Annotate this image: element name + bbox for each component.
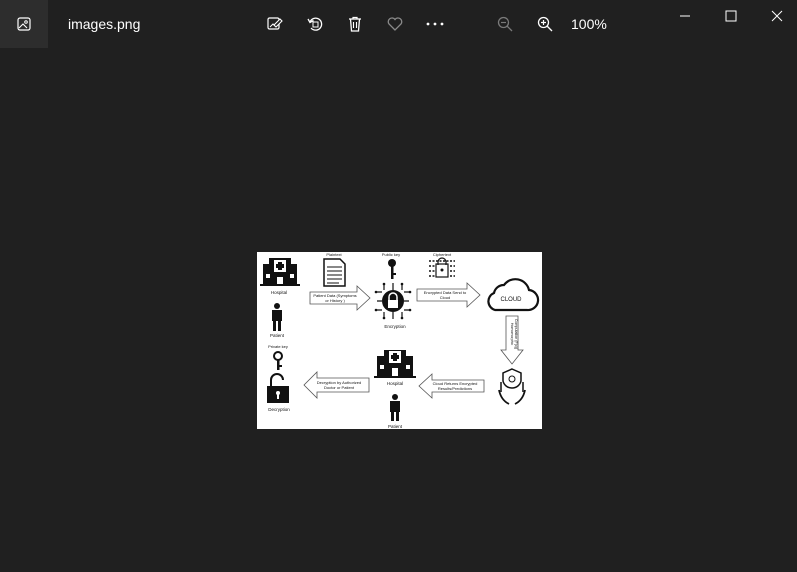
arrow-decryption-by	[303, 371, 370, 399]
maximize-icon	[725, 10, 737, 22]
zoom-in-button[interactable]	[533, 12, 557, 36]
rotate-icon	[307, 17, 323, 31]
hospital-icon-bottom	[374, 350, 416, 378]
minimize-icon	[680, 15, 690, 17]
more-button[interactable]	[423, 12, 447, 36]
more-icon	[426, 22, 444, 26]
gallery-button[interactable]	[0, 0, 48, 48]
shield-hands-icon	[498, 368, 526, 405]
encryption-diagram: Hospital Patient Private key Decryption …	[257, 252, 542, 429]
zoom-out-icon	[497, 16, 513, 32]
arrow-encrypted-sent-text-1: Encrypted Data Send to	[424, 290, 467, 295]
close-icon	[771, 10, 783, 22]
arrow-computation-text-2: Computation (F(x))	[514, 319, 518, 349]
decryption-lock-icon	[267, 373, 289, 403]
cloud-icon	[487, 278, 540, 312]
arrow-computation	[500, 315, 524, 365]
zoom-in-icon	[537, 16, 553, 32]
private-key-icon	[273, 351, 283, 370]
edit-image-button[interactable]	[263, 12, 287, 36]
title-bar: images.png	[0, 0, 797, 48]
favorite-icon	[387, 17, 403, 31]
document-icon	[323, 258, 346, 287]
zoom-out-button[interactable]	[493, 12, 517, 36]
arrow-encrypted-sent-text-2: Cloud	[440, 295, 450, 300]
ciphertext-label: Ciphertext	[433, 252, 452, 257]
patient-icon-bottom	[390, 394, 400, 421]
rotate-button[interactable]	[303, 12, 327, 36]
cloud-label: CLOUD	[500, 297, 522, 303]
private-key-label: Private key	[268, 344, 288, 349]
delete-button[interactable]	[343, 12, 367, 36]
edit-image-icon	[267, 17, 283, 30]
file-name: images.png	[68, 16, 141, 32]
hospital-bottom-label: Hospital	[387, 381, 403, 386]
public-key-label: Public key	[382, 252, 400, 257]
zoom-level[interactable]: 100%	[571, 16, 607, 32]
delete-icon	[349, 16, 361, 32]
arrow-patient-data	[309, 285, 371, 311]
maximize-button[interactable]	[716, 4, 746, 28]
hospital-icon-top	[260, 258, 300, 286]
arrow-patient-data-text-1: Patient Data (Symptoms	[313, 293, 356, 298]
decryption-label: Decryption	[268, 407, 290, 412]
arrow-cloud-returns-text-1: Cloud Returns Encrypted	[433, 381, 478, 386]
public-key-icon	[388, 259, 396, 279]
arrow-patient-data-text-2: or History )	[325, 298, 345, 303]
arrow-computation-text-1: Homomorphic	[510, 323, 514, 346]
ciphertext-icon	[428, 257, 456, 279]
gallery-icon	[17, 17, 31, 31]
patient-top-label: Patient	[270, 333, 285, 338]
patient-icon-top	[272, 303, 282, 331]
arrow-decryption-by-text-2: Doctor or Patient	[324, 385, 355, 390]
arrow-cloud-returns	[418, 373, 485, 399]
hospital-top-label: Hospital	[271, 290, 287, 295]
encryption-label: Encryption	[384, 324, 406, 329]
patient-bottom-label: Patient	[388, 424, 403, 429]
arrow-cloud-returns-text-2: Results/Predictions	[438, 386, 472, 391]
image-canvas[interactable]: Hospital Patient Private key Decryption …	[257, 252, 542, 429]
arrow-decryption-by-text-1: Decryption by Authorized	[317, 380, 361, 385]
arrow-encrypted-sent	[416, 282, 481, 308]
favorite-button[interactable]	[383, 12, 407, 36]
plaintext-label: Plaintext	[326, 252, 342, 257]
encryption-circuit-icon	[374, 282, 412, 320]
minimize-button[interactable]	[670, 4, 700, 28]
close-button[interactable]	[762, 4, 792, 28]
